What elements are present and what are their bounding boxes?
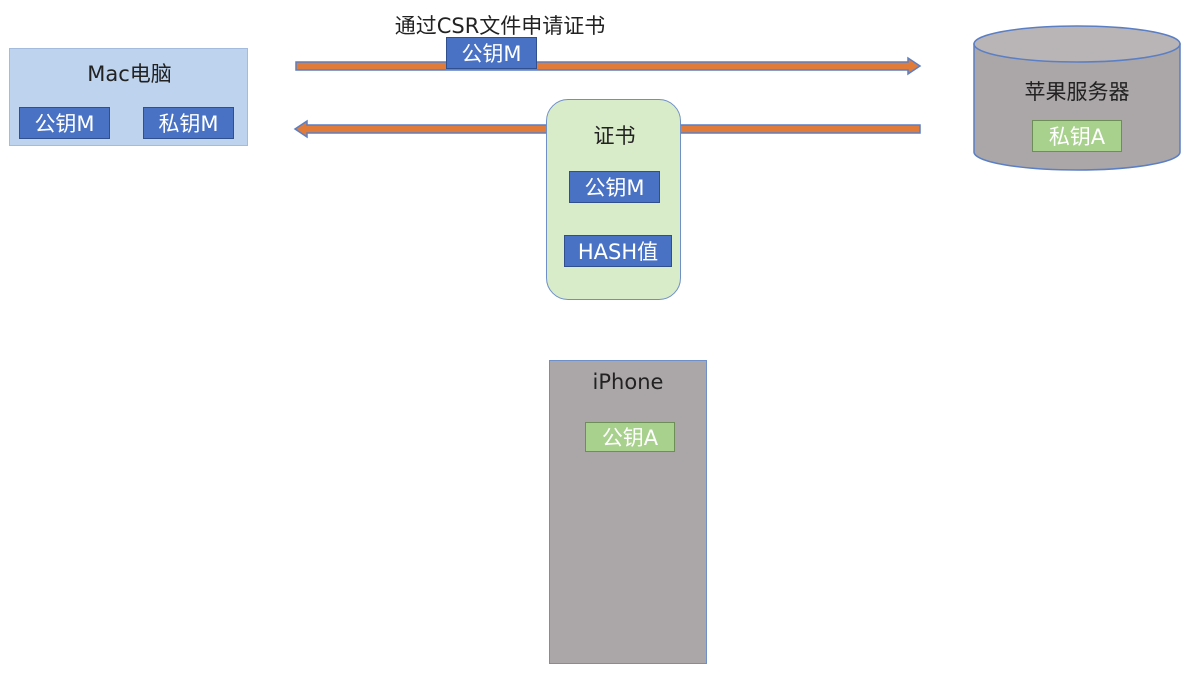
server-private-key-chip: 私钥A [1032, 120, 1122, 152]
certificate-box: 证书 公钥M HASH值 [546, 99, 681, 300]
certificate-title: 证书 [593, 124, 636, 148]
iphone-box: iPhone 公钥A [549, 360, 707, 664]
mac-public-key-chip: 公钥M [19, 107, 110, 139]
server-title: 苹果服务器 [1024, 80, 1130, 104]
request-public-key-chip: 公钥M [446, 37, 537, 69]
certificate-public-key-chip: 公钥M [569, 171, 660, 203]
certificate-hash-chip: HASH值 [564, 235, 672, 267]
mac-title: Mac电脑 [87, 62, 172, 86]
iphone-public-key-chip: 公钥A [585, 422, 675, 452]
server-cylinder [973, 25, 1181, 171]
mac-computer-box: Mac电脑 公钥M 私钥M [9, 48, 248, 146]
mac-private-key-chip: 私钥M [143, 107, 234, 139]
iphone-title: iPhone [592, 370, 664, 394]
request-label: 通过CSR文件申请证书 [394, 14, 606, 38]
request-arrow [295, 56, 922, 76]
